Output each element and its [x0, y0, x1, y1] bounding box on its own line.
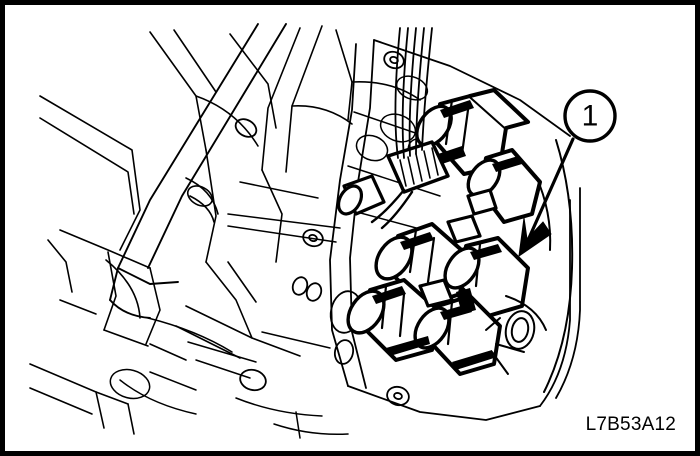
harness-lower-lead — [370, 188, 414, 230]
mounting-bracket-detail — [485, 295, 547, 375]
case-right-edge-contour — [535, 139, 574, 393]
solenoid-shadow-marks — [372, 100, 522, 370]
valve-body-plate — [329, 39, 581, 421]
valve-body-casting-detail — [109, 75, 447, 439]
callout-1-arrowhead — [518, 217, 552, 258]
harness-wires — [394, 27, 433, 159]
figure-id-caption: L7B53A12 — [585, 414, 676, 435]
solenoid-terminal-blocks — [418, 188, 498, 308]
callout-1-circle — [563, 89, 617, 143]
case-lower-ribs — [147, 261, 301, 361]
transmission-case-outline — [29, 95, 161, 435]
callout-1-label: 1 — [582, 100, 599, 133]
case-upper-right-panel — [261, 25, 421, 263]
callout-1-leader — [518, 137, 575, 258]
harness-retainer-clip — [336, 174, 386, 216]
harness-connector-pins — [399, 147, 439, 187]
case-diagonal-beam — [109, 23, 287, 319]
callout-1-marker: 1 — [563, 89, 617, 143]
valve-body-bolt-bosses — [234, 50, 410, 407]
